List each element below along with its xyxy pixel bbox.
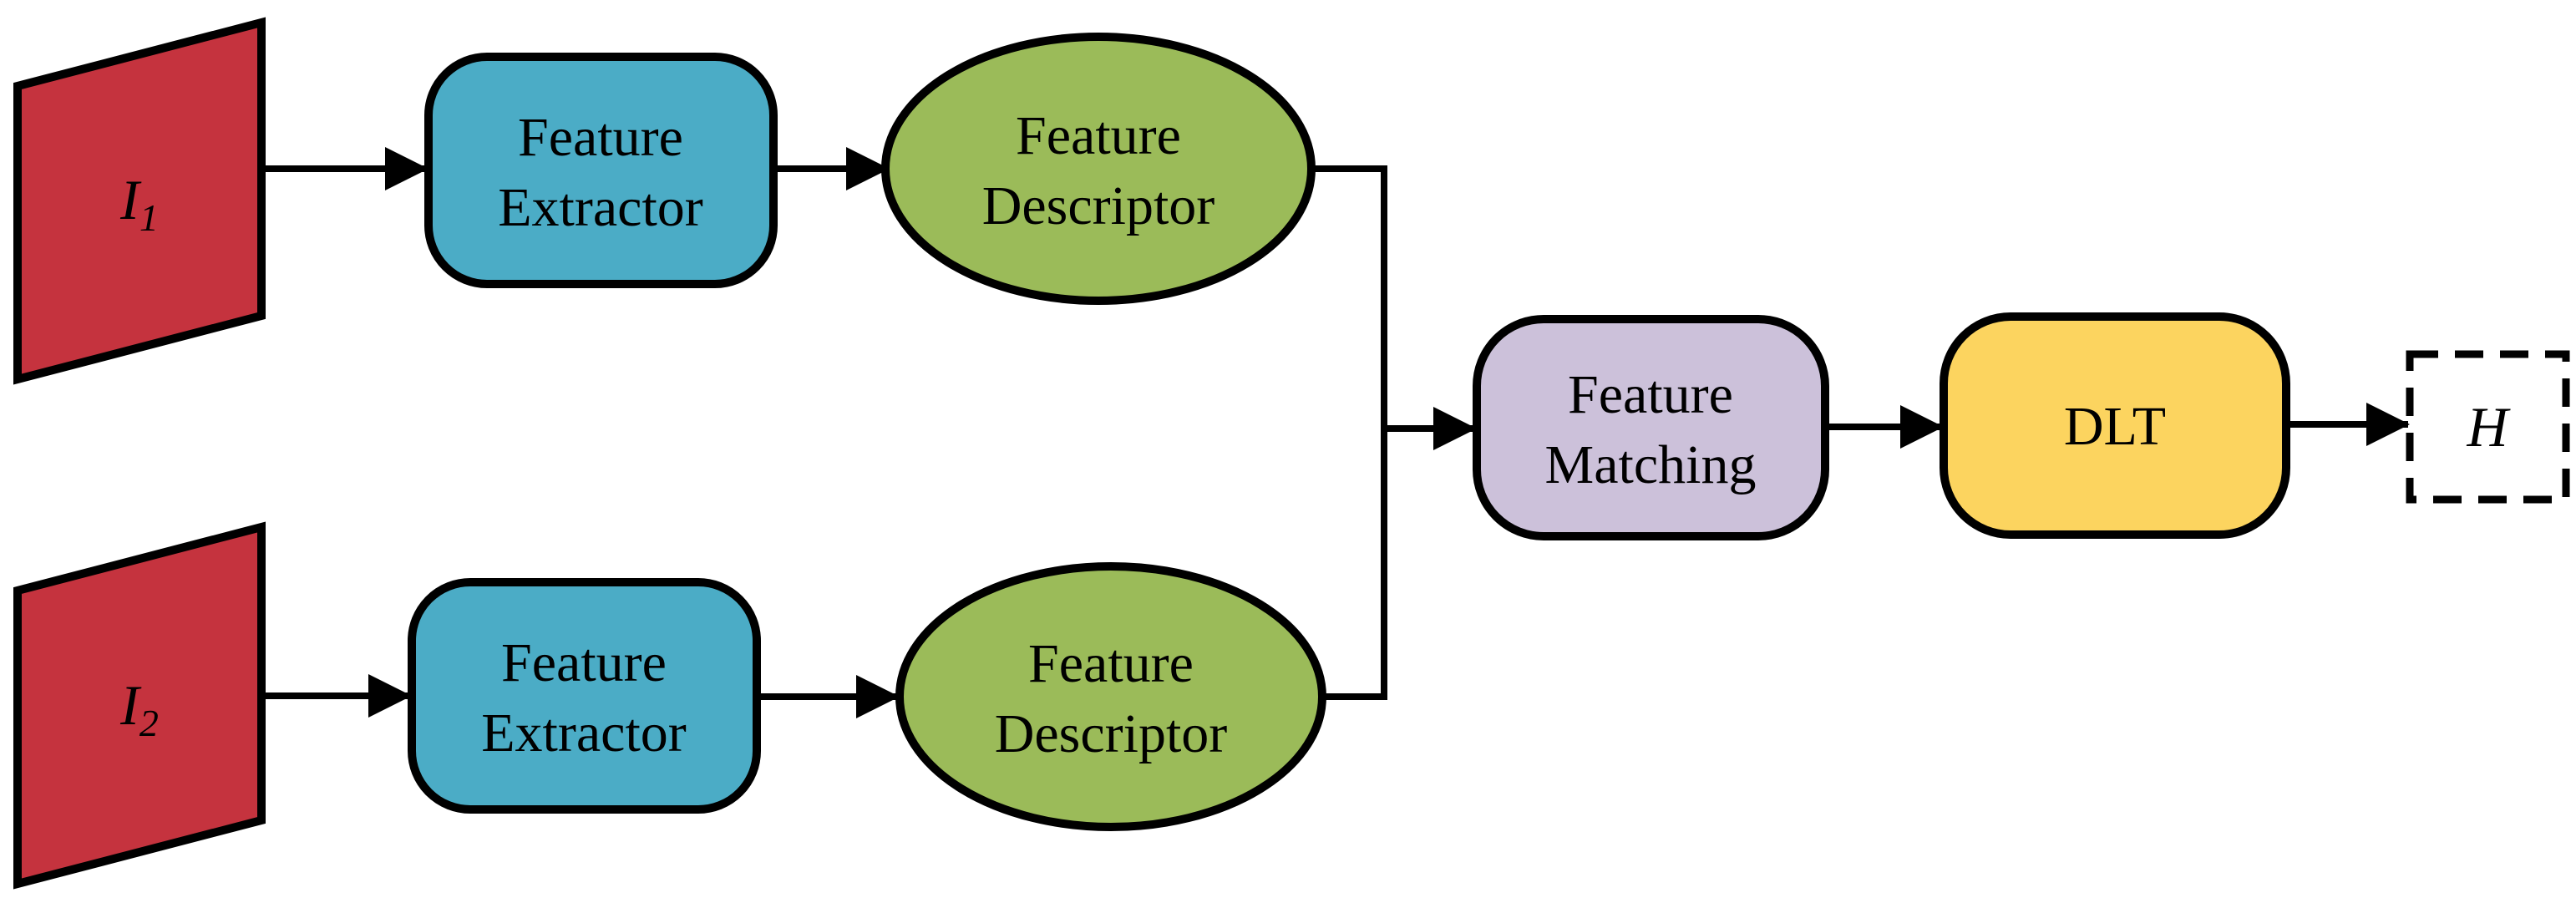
input-image-1-label: I1: [119, 168, 159, 239]
feature-descriptor-2-node: [895, 562, 1326, 831]
feature-extractor-1-label-line1: Feature: [518, 107, 683, 168]
input-image-2-subscript: 2: [139, 702, 159, 744]
input-image-1-subscript: 1: [139, 196, 159, 239]
dlt-node: [1940, 312, 2290, 539]
feature-descriptor-1-label-line1: Feature: [1016, 105, 1181, 166]
feature-descriptor-2-label-line2: Descriptor: [995, 703, 1228, 764]
feature-matching-label-line2: Matching: [1545, 434, 1757, 495]
homography-output-label: H: [2466, 395, 2511, 459]
homography-output-shape: [2406, 350, 2570, 504]
feature-extractor-1-node: [424, 53, 778, 288]
edge-descriptors-merge-connector: [1311, 165, 1387, 700]
dlt-label: DLT: [2064, 396, 2166, 457]
feature-descriptor-1-node: [881, 33, 1316, 305]
feature-matching-node: [1473, 315, 1829, 540]
feature-extractor-2-label-line1: Feature: [501, 632, 667, 693]
input-image-2-symbol: I: [119, 673, 142, 737]
feature-extractor-1-label-line2: Extractor: [498, 177, 703, 238]
input-image-1-shape: [13, 17, 266, 385]
feature-descriptor-1-label-line2: Descriptor: [982, 175, 1215, 236]
feature-extractor-2-node: [408, 578, 761, 814]
input-image-2-label: I2: [119, 673, 159, 744]
input-image-2-shape: [13, 521, 266, 890]
feature-extractor-2-label-line2: Extractor: [481, 703, 687, 763]
feature-descriptor-2-label-line1: Feature: [1028, 633, 1194, 694]
input-image-1-symbol: I: [119, 168, 142, 231]
feature-matching-label-line1: Feature: [1568, 364, 1733, 425]
